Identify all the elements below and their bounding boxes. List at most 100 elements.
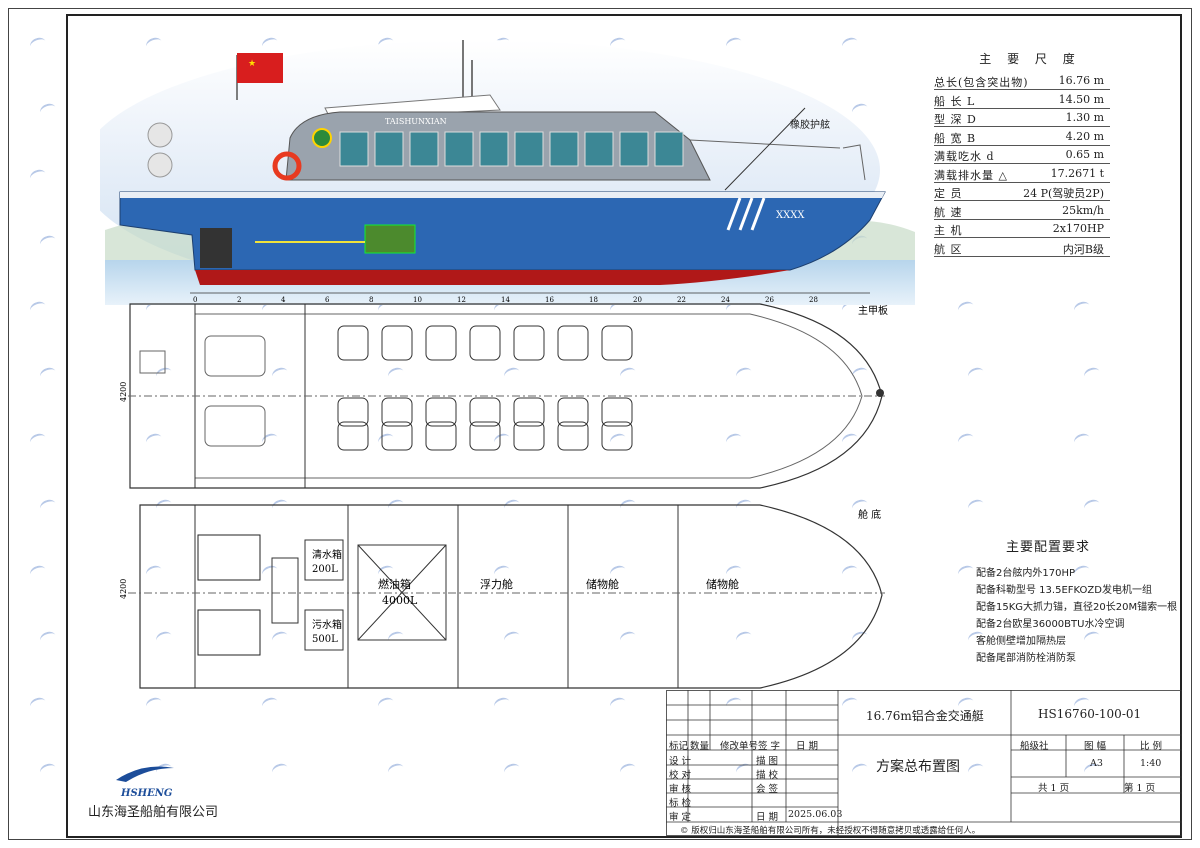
engine-1	[197, 534, 261, 581]
cabin-windows	[339, 131, 684, 167]
col-change-no: 修改单号	[720, 741, 759, 752]
passenger-seat	[557, 325, 589, 361]
passenger-seat	[337, 421, 369, 451]
role-approve: 审 定	[669, 812, 692, 823]
frame-tick-label: 0	[193, 296, 197, 304]
leader-line	[724, 107, 806, 191]
passenger-seat	[601, 421, 633, 451]
main-dimensions-title: 主 要 尺 度	[979, 52, 1081, 66]
drawing-outer-border	[8, 8, 1192, 840]
deck-width-dimension: 4200	[120, 382, 128, 402]
passenger-seat	[337, 325, 369, 361]
role-trace: 描 图	[756, 756, 779, 767]
role-trace-check: 描 校	[756, 770, 779, 781]
frame-tick-label: 28	[809, 296, 818, 304]
dimension-label: 航 速	[934, 205, 963, 219]
engine-hatch-2	[204, 405, 266, 447]
title-block: 16.76m铝合金交通艇 HS16760-100-01 方案总布置图 标记 数量…	[666, 690, 1182, 836]
sheer-strake	[120, 192, 885, 198]
generator	[271, 557, 299, 624]
dimension-label: 满载排水量 △	[934, 168, 1008, 182]
storage-compartment-1-label: 储物舱	[586, 577, 619, 591]
sheet-number: 第 1 页	[1124, 783, 1156, 794]
role-countersign: 会 签	[756, 784, 779, 795]
radar-dome-icon	[147, 122, 173, 148]
drawing-name: 方案总布置图	[876, 759, 960, 775]
fuel-tank-capacity: 4000L	[382, 594, 418, 607]
passenger-seat	[381, 397, 413, 427]
frame-tick-label: 16	[545, 296, 554, 304]
fuel-tank-profile	[364, 224, 416, 254]
company-name: 山东海圣船舶有限公司	[88, 805, 219, 820]
frame-tick-label: 24	[721, 296, 730, 304]
requirements-title: 主要配置要求	[1006, 540, 1091, 555]
passenger-seat	[513, 421, 545, 451]
dimension-row: 航 区内河B级	[934, 239, 1110, 257]
passenger-seat	[337, 397, 369, 427]
col-signature: 签 字	[758, 741, 781, 752]
fuel-tank-label: 燃油箱	[378, 577, 411, 591]
col-qty: 数量	[690, 741, 710, 752]
cabin-window	[654, 131, 684, 167]
bow-stripes	[726, 197, 766, 231]
dimension-value: 16.76 m	[1058, 74, 1104, 87]
china-flag	[237, 53, 283, 83]
passenger-seat	[469, 421, 501, 451]
cabin-window	[584, 131, 614, 167]
fender-annotation: 橡胶护舷	[790, 118, 830, 131]
emblem-icon	[312, 128, 332, 148]
passenger-seat	[469, 397, 501, 427]
frame-tick-label: 20	[633, 296, 642, 304]
drawing-number: HS16760-100-01	[1038, 707, 1142, 721]
requirement-item: 配备2台舷内外170HP	[976, 568, 1075, 579]
dimension-row: 满载吃水 d 0.65 m	[934, 146, 1110, 164]
deck-plan: 主甲板 4200	[120, 303, 888, 489]
dimension-row: 总长(包含突出物)16.76 m	[934, 72, 1110, 90]
cabin-window	[444, 131, 474, 167]
outboard-engine-profile	[200, 228, 232, 268]
sewage-tank-capacity: 500L	[312, 634, 338, 645]
requirement-item: 配备2台欧星36000BTU水冷空调	[976, 619, 1125, 630]
requirement-item: 配备科勒型号 13.5EFKOZD发电机一组	[976, 585, 1152, 596]
frame-tick-label: 10	[413, 296, 422, 304]
scale-label: 比 例	[1140, 741, 1163, 752]
bow-rail	[842, 144, 866, 181]
dimension-label: 满载吃水 d	[934, 150, 995, 163]
dimension-row: 主 机 2x170HP	[934, 220, 1110, 238]
storage-compartment-2-label: 储物舱	[706, 577, 739, 591]
col-date: 日 期	[796, 741, 819, 752]
hull	[119, 191, 886, 271]
col-mark: 标记	[669, 741, 689, 752]
cabin-window	[339, 131, 369, 167]
frame-tick-label: 4	[281, 296, 286, 304]
dimension-value: 24 P(驾驶员2P)	[1023, 187, 1104, 200]
dimension-value: 0.65 m	[1065, 148, 1104, 161]
sewage-tank	[304, 609, 344, 651]
dimension-label: 船 宽 B	[934, 131, 977, 145]
passenger-seat	[601, 325, 633, 361]
cabin-window	[549, 131, 579, 167]
passenger-seat	[425, 397, 457, 427]
role-date: 日 期	[756, 812, 779, 823]
scale: 1:40	[1140, 758, 1162, 769]
role-design: 设 计	[669, 756, 692, 767]
dimension-value: 1.30 m	[1065, 111, 1104, 124]
role-review: 审 核	[669, 784, 692, 795]
bottom-outline	[139, 504, 883, 689]
role-standard: 标 检	[669, 798, 692, 809]
frame-tick-label: 2	[237, 296, 241, 304]
lifebuoy-icon	[272, 151, 302, 181]
passenger-seat	[381, 325, 413, 361]
passenger-seat	[513, 397, 545, 427]
logo-text: HSHENG	[120, 788, 173, 798]
passenger-seat	[557, 421, 589, 451]
requirement-item: 配备15KG大抓力锚，直径20长20M锚索一根	[976, 602, 1178, 613]
dimension-value: 17.2671 t	[1050, 166, 1104, 180]
copyright-notice: © 版权归山东海圣船舶有限公司所有，未经授权不得随意拷贝或透露给任何人。	[680, 826, 981, 836]
dimension-value: 2x170HP	[1052, 222, 1104, 235]
role-check: 校 对	[669, 770, 692, 781]
dimension-label: 主 机	[934, 224, 963, 237]
